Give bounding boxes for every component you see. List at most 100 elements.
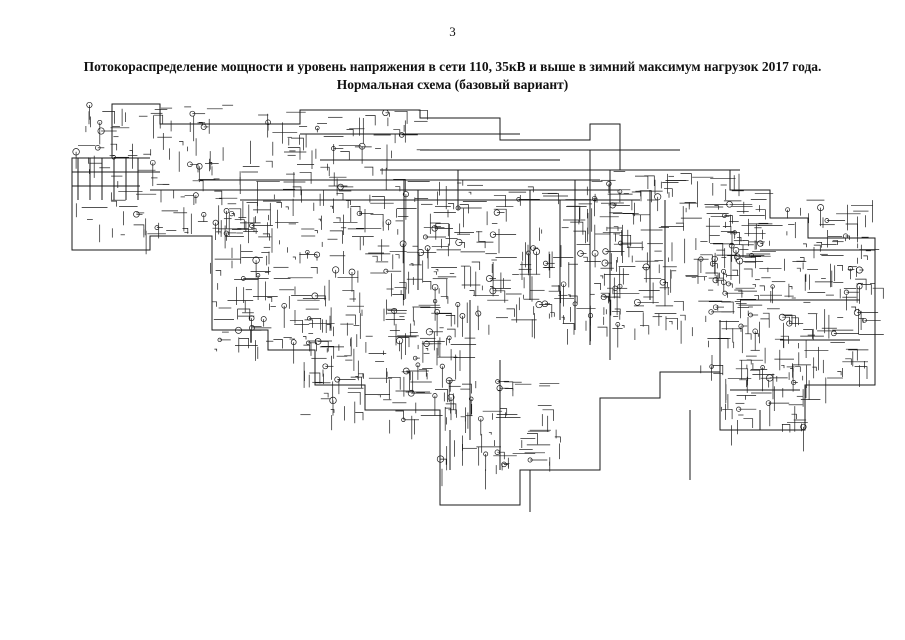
scheme-segment <box>782 316 790 325</box>
scheme-outline <box>71 103 876 506</box>
transformer-symbol <box>733 253 741 260</box>
transformer-symbol <box>223 208 230 214</box>
transformer-symbol <box>249 325 255 331</box>
scheme-segment <box>435 389 448 403</box>
scheme-segment <box>462 383 472 394</box>
scheme-segment <box>527 186 534 193</box>
scheme-segment <box>550 312 555 317</box>
transformer-symbol <box>532 248 541 256</box>
transformer-symbol <box>748 312 753 318</box>
scheme-segment <box>246 202 258 214</box>
scheme-segment <box>154 114 164 124</box>
transformer-symbol <box>412 355 418 361</box>
scheme-segment <box>816 242 822 248</box>
transformer-symbol <box>407 389 415 397</box>
scheme-segment <box>370 213 384 227</box>
transformer-symbol <box>305 249 310 255</box>
scheme-segment <box>440 296 449 304</box>
scheme-segment <box>493 208 507 222</box>
transformer-symbol <box>265 119 271 126</box>
scheme-segment <box>111 200 117 207</box>
scheme-segment <box>722 226 732 235</box>
scheme-segment <box>401 371 411 381</box>
scheme-segment <box>350 206 361 216</box>
transformer-symbol <box>824 218 830 223</box>
scheme-segment <box>548 290 561 304</box>
scheme-segment <box>320 166 330 176</box>
scheme-segment <box>460 416 466 422</box>
transformer-symbol <box>698 256 704 262</box>
transformer-symbol <box>334 376 341 383</box>
scheme-segment <box>640 190 652 203</box>
transformer-symbol <box>423 340 430 347</box>
transformer-symbol <box>459 313 466 319</box>
scheme-segment <box>744 256 756 269</box>
transformer-symbol <box>402 367 410 375</box>
diagram-title: Потокораспределение мощности и уровень н… <box>20 58 885 94</box>
transformer-symbol <box>235 326 242 334</box>
scheme-segment <box>336 192 344 200</box>
right-cluster <box>719 249 875 430</box>
scheme-segment <box>234 219 245 230</box>
scheme-segment <box>133 224 145 236</box>
scheme-segment <box>567 205 581 219</box>
scheme-segment <box>488 431 492 435</box>
transformer-symbol <box>612 285 618 291</box>
scheme-segment <box>542 409 554 421</box>
scheme-segment <box>372 255 378 262</box>
transformer-symbol <box>252 256 260 264</box>
left-busbar <box>72 157 160 200</box>
scheme-segment <box>872 287 884 299</box>
transformer-symbol <box>757 240 764 247</box>
transformer-symbol <box>455 302 461 307</box>
scheme-segment <box>347 391 361 405</box>
scheme-segment <box>736 236 742 242</box>
scheme-segment <box>265 160 273 168</box>
scheme-segment <box>395 410 404 420</box>
scheme-segment <box>365 115 376 126</box>
scheme-segment <box>621 325 625 328</box>
scheme-segment <box>861 284 872 295</box>
transformer-symbol <box>475 310 482 317</box>
scheme-segment <box>539 304 553 318</box>
transformer-symbol <box>847 266 853 272</box>
scheme-segment <box>600 275 604 279</box>
transformer-symbol <box>260 316 267 323</box>
scheme-segment <box>796 267 801 272</box>
scheme-segment <box>527 433 538 445</box>
scheme-segment <box>448 409 457 418</box>
scheme-segment <box>613 226 619 231</box>
transformer-symbol <box>853 309 861 317</box>
scheme-segment <box>184 195 195 205</box>
scheme-segment <box>371 196 385 209</box>
transformer-symbol <box>356 210 362 217</box>
transformer-symbol <box>97 119 103 125</box>
scheme-segment <box>499 408 508 416</box>
trunk-lines <box>150 133 740 201</box>
scheme-segment <box>471 261 481 270</box>
scheme-segment <box>551 285 560 295</box>
scheme-segment <box>179 141 184 146</box>
scheme-segment <box>287 147 301 160</box>
transformer-symbol <box>587 313 594 319</box>
scheme-segment <box>664 188 673 197</box>
long-lines <box>439 398 691 512</box>
scheme-segment <box>395 186 401 192</box>
scheme-segment <box>229 208 242 221</box>
page-number: 3 <box>449 24 456 39</box>
transformer-symbol <box>591 195 598 202</box>
scheme-segment <box>800 257 805 262</box>
transformer-symbol <box>281 303 287 309</box>
transformer-symbol <box>86 101 93 109</box>
scheme-segment <box>622 213 635 225</box>
scheme-segment <box>445 403 457 415</box>
transformer-symbol <box>399 240 407 248</box>
scheme-segment <box>493 194 506 207</box>
scheme-segment <box>310 267 318 274</box>
transformer-symbol <box>212 219 219 226</box>
scheme-segment <box>336 217 341 222</box>
scheme-segment <box>433 271 437 275</box>
scheme-segment <box>406 251 420 265</box>
transformer-symbol <box>601 259 609 267</box>
scheme-segment <box>399 282 407 290</box>
